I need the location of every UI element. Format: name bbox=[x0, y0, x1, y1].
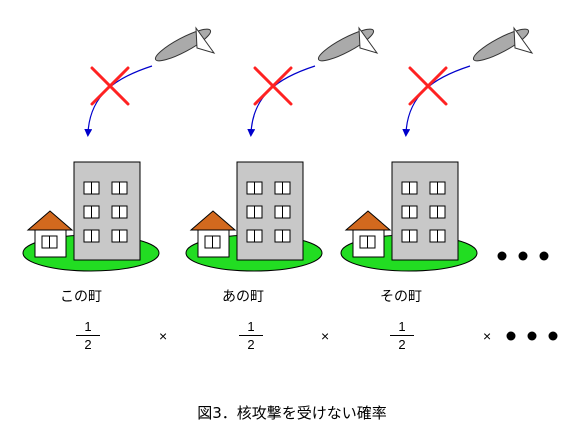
multiply-sign: × bbox=[483, 328, 492, 344]
town-label-this: この町 bbox=[60, 289, 102, 305]
fraction-bar bbox=[390, 335, 414, 336]
cross-icon bbox=[408, 66, 448, 106]
fraction-numerator: 1 bbox=[398, 319, 406, 334]
building-icon bbox=[236, 161, 304, 261]
ellipsis-dots-icon bbox=[506, 331, 558, 341]
house-icon bbox=[189, 210, 237, 258]
fraction-town-3: 1 2 bbox=[390, 320, 414, 352]
airplane-icon bbox=[472, 26, 534, 62]
multiply-sign: × bbox=[321, 328, 330, 344]
house-icon bbox=[26, 210, 74, 258]
fraction-numerator: 1 bbox=[247, 319, 255, 334]
cross-icon bbox=[90, 66, 130, 106]
fraction-denominator: 2 bbox=[398, 337, 406, 352]
town-group-3 bbox=[340, 26, 534, 272]
town-label-that: あの町 bbox=[222, 289, 264, 305]
town-group-2 bbox=[185, 26, 379, 272]
fraction-numerator: 1 bbox=[84, 319, 92, 334]
figure-caption: 図3．核攻撃を受けない確率 bbox=[197, 404, 387, 422]
town-label-other: その町 bbox=[380, 289, 422, 305]
building-icon bbox=[391, 161, 459, 261]
town-group-1 bbox=[22, 26, 216, 272]
ellipsis-dots-icon bbox=[497, 251, 549, 261]
fraction-town-2: 1 2 bbox=[239, 320, 263, 352]
fraction-town-1: 1 2 bbox=[76, 320, 100, 352]
fraction-bar bbox=[76, 335, 100, 336]
fraction-denominator: 2 bbox=[247, 337, 255, 352]
fraction-bar bbox=[239, 335, 263, 336]
airplane-icon bbox=[154, 26, 216, 62]
fraction-denominator: 2 bbox=[84, 337, 92, 352]
building-icon bbox=[73, 161, 141, 261]
cross-icon bbox=[253, 66, 293, 106]
airplane-icon bbox=[317, 26, 379, 62]
multiply-sign: × bbox=[159, 328, 168, 344]
house-icon bbox=[344, 210, 392, 258]
